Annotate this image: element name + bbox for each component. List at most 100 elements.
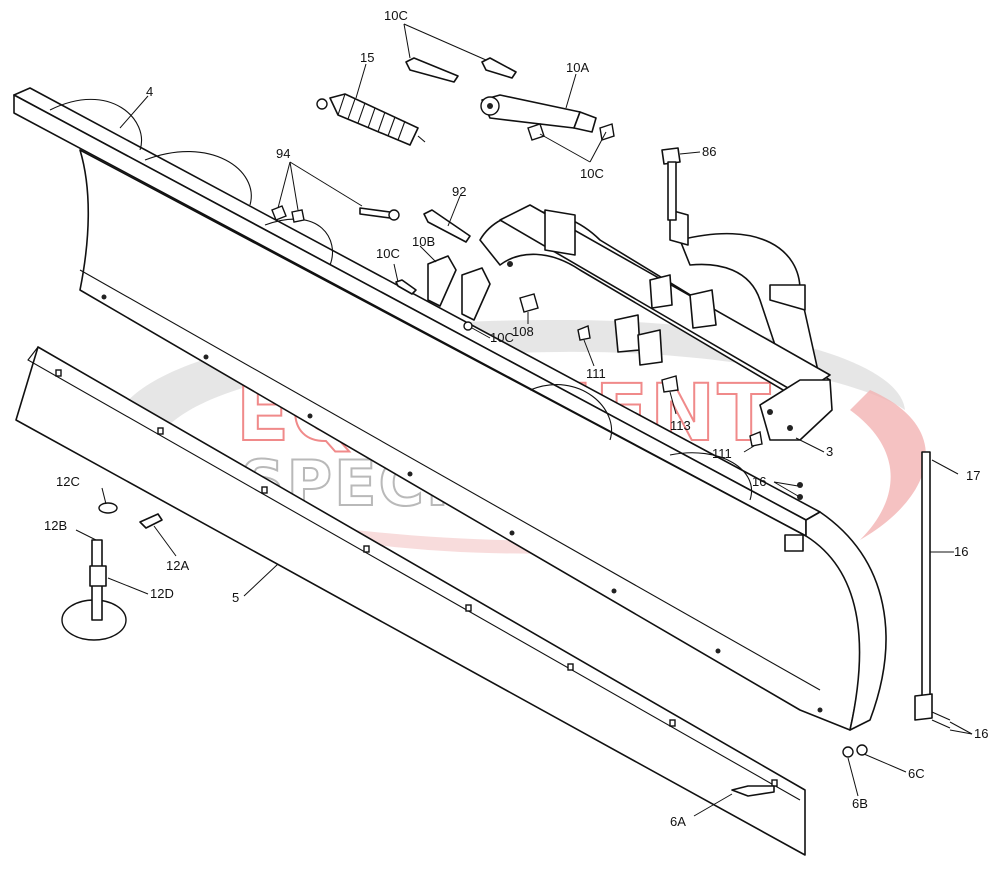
callout-10c: 10C xyxy=(580,166,604,181)
cutting-edge-slot xyxy=(55,369,62,377)
leader-16-lower-a xyxy=(949,721,973,735)
leader-10c-right-a xyxy=(539,133,591,163)
leader-12a xyxy=(153,525,177,557)
callout-108: 108 xyxy=(512,324,534,339)
callout-111: 111 xyxy=(712,446,732,461)
nut-10c xyxy=(463,321,473,331)
bolt-16 xyxy=(797,482,803,488)
leader-16-lower-b xyxy=(949,729,973,735)
trip-spring xyxy=(316,93,426,146)
leader-10c-top-a xyxy=(403,23,411,59)
trip-spring-body xyxy=(329,93,419,146)
bolt-92 xyxy=(423,209,471,243)
moldboard-hole xyxy=(407,471,413,477)
shoe-washer-12c xyxy=(98,502,118,514)
spring-coil xyxy=(337,93,346,116)
leader-10b xyxy=(419,245,437,263)
a-frame-lug xyxy=(769,284,806,311)
leader-4 xyxy=(119,95,149,129)
leader-12b xyxy=(75,529,97,541)
nut-113 xyxy=(661,375,679,393)
washer-94 xyxy=(291,209,305,223)
callout-16: 16 xyxy=(752,474,766,489)
callout-16: 16 xyxy=(974,726,988,741)
callout-6c: 6C xyxy=(908,766,925,781)
nut-10c xyxy=(599,123,615,141)
a-frame-lug xyxy=(689,289,717,329)
nut-94 xyxy=(271,205,287,221)
moldboard-hole xyxy=(817,707,823,713)
spring-coil xyxy=(357,102,366,124)
moldboard xyxy=(13,87,887,731)
a-frame xyxy=(479,204,833,441)
callout-6b: 6B xyxy=(852,796,868,811)
moldboard-hole xyxy=(715,648,721,654)
callout-3: 3 xyxy=(826,444,833,459)
callout-labels: 10C 10A 15 4 86 10C 94 92 10B 10C 10C 10… xyxy=(44,8,988,829)
bolt-86 xyxy=(661,147,681,165)
spring-hook xyxy=(316,98,328,110)
callout-12c: 12C xyxy=(56,474,80,489)
leader-lines xyxy=(75,23,973,817)
leader-86 xyxy=(679,151,701,155)
bolt-86-shank xyxy=(667,161,677,221)
leader-111-lower xyxy=(743,445,755,453)
callout-10c: 10C xyxy=(490,330,514,345)
leader-10c-mid xyxy=(471,327,491,339)
leader-113 xyxy=(669,391,677,415)
callout-10c: 10C xyxy=(376,246,400,261)
moldboard-end-bracket xyxy=(784,534,804,552)
leader-16-upper-a xyxy=(773,481,799,487)
spring-coil xyxy=(387,116,396,137)
leader-92 xyxy=(447,195,461,227)
callout-111: 111 xyxy=(586,366,606,381)
nut-6c xyxy=(856,744,868,756)
leader-17 xyxy=(931,459,959,475)
leader-94-c xyxy=(289,161,363,207)
eyebolt-94-eye xyxy=(388,209,400,221)
moldboard-hole xyxy=(203,354,209,360)
leader-94-b xyxy=(289,161,299,211)
cutting-edge-slot xyxy=(567,663,574,671)
cutting-edge-slot xyxy=(771,779,778,787)
callout-6a: 6A xyxy=(670,814,686,829)
washer-6b xyxy=(842,746,854,758)
marker-bolt xyxy=(931,711,951,721)
callout-113: 113 xyxy=(670,418,691,433)
callout-12b: 12B xyxy=(44,518,67,533)
nut-111 xyxy=(749,431,763,447)
callout-10a: 10A xyxy=(566,60,589,75)
moldboard-rib-3 xyxy=(264,218,334,266)
leader-6b xyxy=(847,757,859,797)
cutting-edge-plate xyxy=(15,346,806,856)
spring-coil xyxy=(377,111,386,133)
spring-coil xyxy=(347,98,356,120)
cutting-edge-slot xyxy=(261,486,268,494)
skid-shoe xyxy=(61,502,163,641)
leader-5 xyxy=(243,563,279,597)
callout-94: 94 xyxy=(276,146,290,161)
spring-coil xyxy=(367,107,376,129)
a-frame-lug xyxy=(614,314,641,353)
moldboard-lower-line xyxy=(79,269,821,691)
marker-bracket xyxy=(914,693,933,721)
cylinder-eye-hole xyxy=(487,103,493,109)
cutting-edge-slot xyxy=(465,604,472,612)
bolt-10c xyxy=(395,279,417,295)
shoe-pin-12a xyxy=(139,513,163,529)
bolt-16 xyxy=(797,494,803,500)
moldboard-rib-5 xyxy=(669,452,753,501)
leader-10a xyxy=(565,73,577,109)
cutting-edge-slot xyxy=(157,427,164,435)
eyebolt-94 xyxy=(359,207,391,219)
callout-10b: 10B xyxy=(412,234,435,249)
moldboard-hole xyxy=(101,294,107,300)
leader-94-a xyxy=(277,161,291,209)
leader-16-upper-b xyxy=(773,481,799,497)
cutting-edge-bevel xyxy=(27,346,801,801)
bolt-10c xyxy=(481,57,517,79)
moldboard-hole xyxy=(509,530,515,536)
nut-10c xyxy=(527,123,545,141)
moldboard-hole xyxy=(307,413,313,419)
